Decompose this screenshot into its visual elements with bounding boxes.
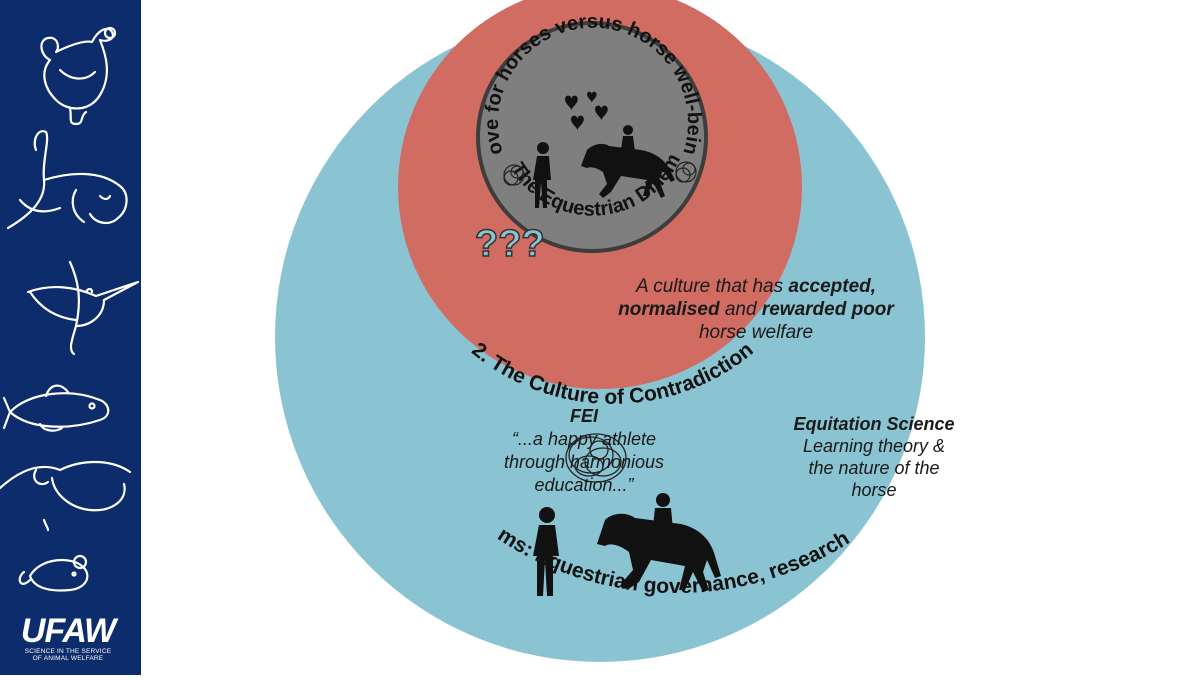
equitation-science-block: Equitation Science Learning theory & the… bbox=[789, 413, 959, 501]
inner-scribble-left-icon bbox=[503, 164, 525, 186]
ufaw-tagline: SCIENCE IN THE SERVICE OF ANIMAL WELFARE bbox=[18, 648, 118, 662]
mouse-icon bbox=[18, 554, 89, 592]
tagline-line-2: OF ANIMAL WELFARE bbox=[32, 655, 104, 662]
buffalo-icon bbox=[0, 461, 132, 532]
fei-quote: “...a happy athlete through harmonious e… bbox=[503, 429, 665, 495]
diagram: Love for horses versus horse well-being … bbox=[134, 0, 1200, 675]
ufaw-logo: UFAW bbox=[20, 612, 116, 650]
culture-description: A culture that has accepted, normalised … bbox=[618, 276, 894, 343]
question-marks-icon: ??? bbox=[475, 223, 545, 265]
concentric-circles: Love for horses versus horse well-being … bbox=[134, 0, 925, 662]
outer-person-silhouette bbox=[533, 507, 559, 596]
equitation-science-title: Equitation Science bbox=[793, 414, 955, 434]
chicken-icon bbox=[40, 26, 117, 126]
fei-block: FEI “...a happy athlete through harmonio… bbox=[484, 405, 684, 497]
hearts-icon bbox=[565, 91, 608, 131]
sidebar: UFAW SCIENCE IN THE SERVICE OF ANIMAL WE… bbox=[0, 0, 141, 675]
dog-icon bbox=[6, 130, 128, 230]
sidebar-illustrations bbox=[0, 26, 140, 592]
tagline-line-1: SCIENCE IN THE SERVICE bbox=[24, 648, 112, 655]
inner-person-silhouette bbox=[533, 142, 551, 208]
outer-horse-rider-silhouette bbox=[597, 493, 721, 592]
fei-title: FEI bbox=[569, 406, 598, 426]
hummingbird-icon bbox=[26, 260, 140, 356]
fish-icon bbox=[2, 384, 110, 432]
inner-horse-rider-silhouette bbox=[581, 125, 675, 198]
inner-scribble-right-icon bbox=[675, 161, 697, 183]
central-scribble-icon bbox=[565, 433, 627, 483]
equitation-science-text: Learning theory & the nature of the hors… bbox=[802, 436, 946, 500]
